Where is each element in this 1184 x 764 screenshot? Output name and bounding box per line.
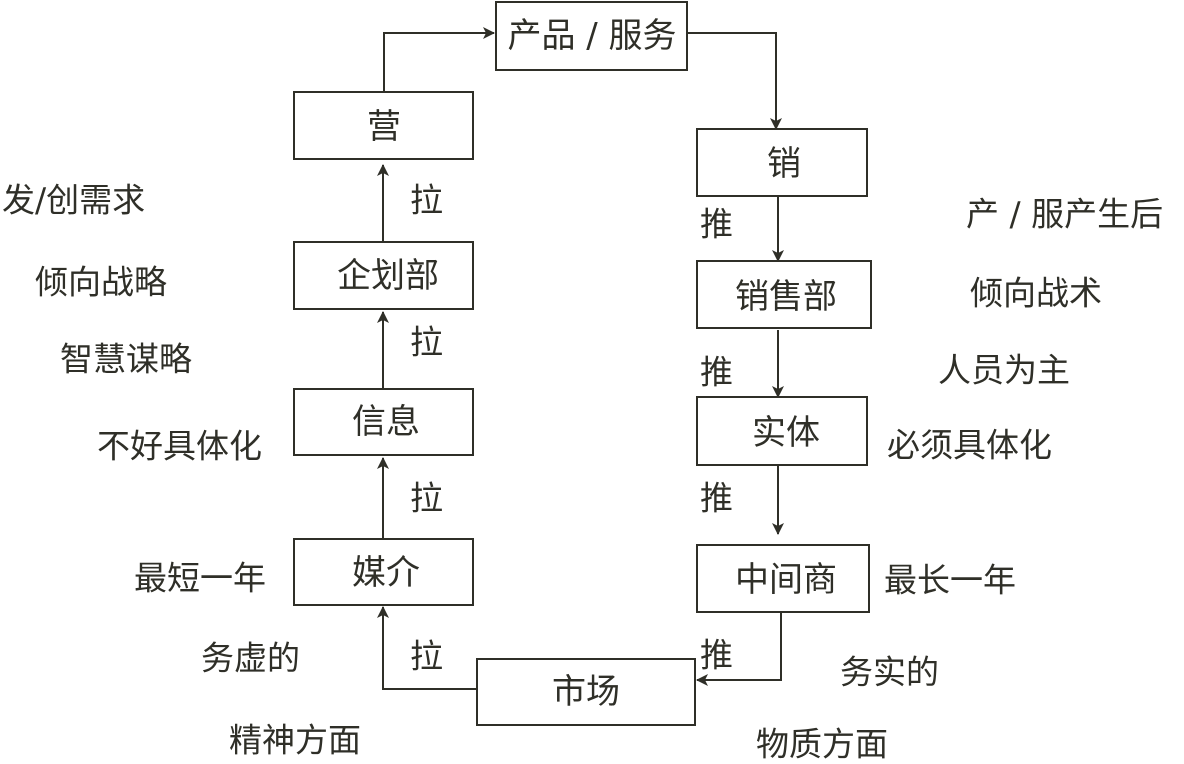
node-xiao-label: 销 [767,144,801,184]
edge-product-to-xiao [687,32,782,130]
note-wisdom: 智慧谋略 [60,340,192,379]
left-notes: 发/创需求 倾向战略 智慧谋略 不好具体化 最短一年 务虚的 精神方面 [2,181,361,760]
edge-labels: 拉 拉 拉 拉 推 推 推 推 [410,181,733,676]
node-sales-dept-label: 销售部 [735,277,837,317]
note-tactical: 倾向战术 [970,274,1102,313]
note-after-product: 产 / 服产生后 [966,195,1163,234]
node-product-service-label: 产品 / 服务 [507,16,676,56]
note-create-demand: 发/创需求 [2,181,145,220]
node-entity: 实体 [696,396,868,466]
node-media: 媒介 [293,538,474,606]
node-information: 信息 [293,388,474,456]
push-label-4: 推 [700,636,733,675]
note-min-one-year: 最短一年 [134,559,266,598]
edge-ying-to-product [383,27,495,92]
push-label-1: 推 [700,205,733,244]
node-planning-dept: 企划部 [293,241,474,310]
note-not-concrete: 不好具体化 [97,427,262,466]
note-strategic: 倾向战略 [35,263,167,302]
push-label-2: 推 [700,353,733,392]
note-must-concrete: 必须具体化 [887,426,1052,465]
pull-label-4: 拉 [410,637,443,676]
right-notes: 产 / 服产生后 倾向战术 人员为主 必须具体化 最长一年 务实的 物质方面 [756,195,1163,764]
note-max-one-year: 最长一年 [884,561,1016,600]
edges [377,27,784,690]
node-planning-dept-label: 企划部 [337,256,439,296]
node-market-label: 市场 [552,672,620,712]
node-middleman: 中间商 [696,544,870,613]
node-xiao: 销 [696,128,868,197]
push-label-3: 推 [700,479,733,518]
note-material: 物质方面 [756,725,888,764]
node-ying: 营 [293,91,474,160]
node-market: 市场 [476,658,696,726]
note-spiritual: 精神方面 [229,721,361,760]
edge-middleman-to-market [696,612,782,686]
node-ying-label: 营 [367,107,401,147]
pull-label-2: 拉 [410,323,443,362]
node-media-label: 媒介 [352,553,420,593]
pull-label-1: 拉 [410,181,443,220]
note-abstract: 务虚的 [201,639,300,678]
node-sales-dept: 销售部 [696,260,872,329]
node-middleman-label: 中间商 [735,560,837,600]
node-product-service: 产品 / 服务 [495,1,688,71]
node-entity-label: 实体 [752,413,820,453]
edge-market-to-media [377,606,477,690]
pull-label-3: 拉 [410,479,443,518]
note-personnel: 人员为主 [938,351,1070,390]
note-practical: 务实的 [840,653,939,692]
node-information-label: 信息 [352,402,420,442]
